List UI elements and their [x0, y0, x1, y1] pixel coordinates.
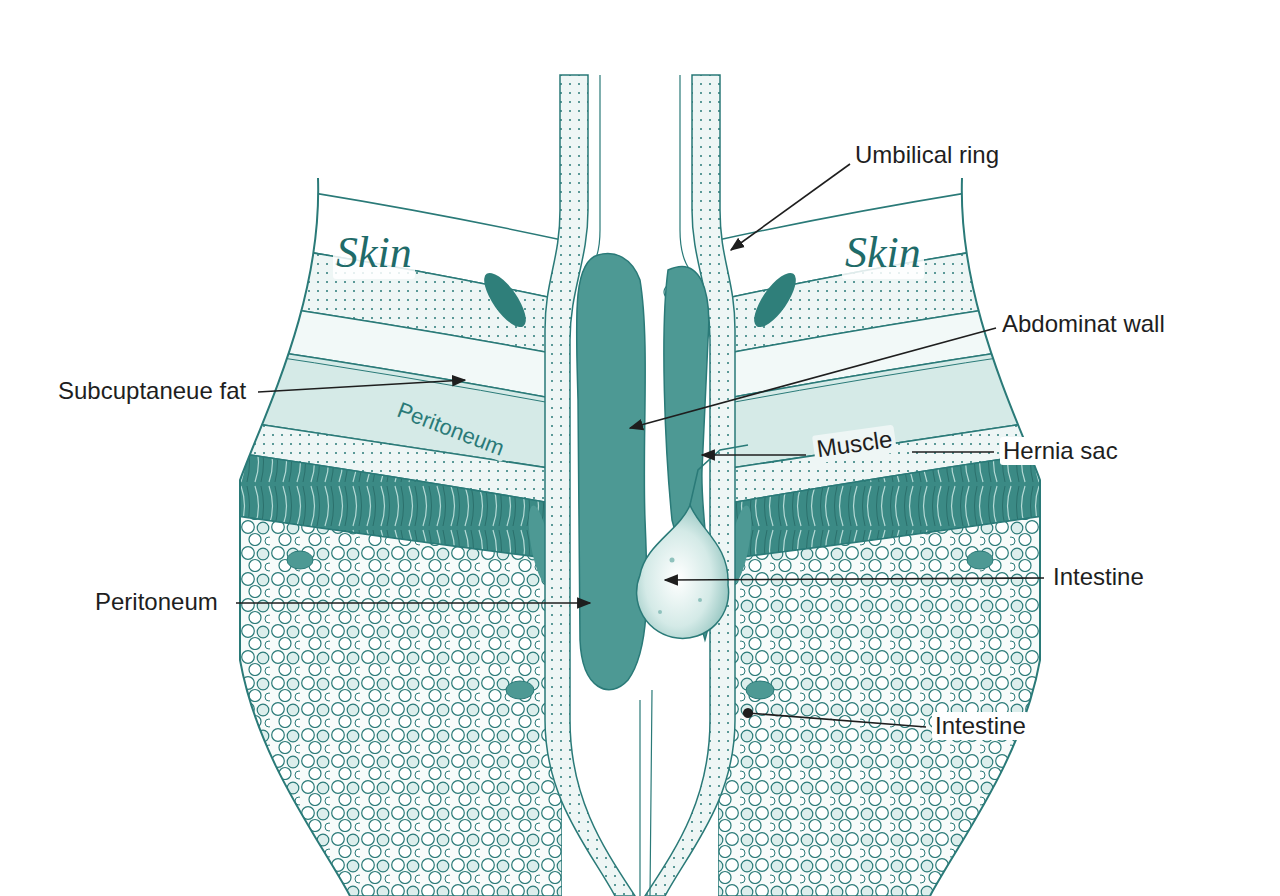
leader-line	[630, 328, 996, 428]
part-label: Umbilical ring	[855, 141, 999, 169]
abdominal-layers	[230, 75, 635, 896]
part-label: Muscle	[812, 425, 897, 464]
leader-line	[912, 451, 994, 453]
hernia-contents	[577, 254, 748, 896]
part-label: Abdominat wall	[1002, 310, 1165, 338]
part-label: Subcuptaneue fat	[58, 377, 246, 405]
layer-label: Skin	[333, 228, 415, 279]
part-label: Intestine	[932, 712, 1029, 740]
layer-label: Peritoneum	[391, 396, 511, 462]
leader-line	[665, 578, 1044, 580]
leader-line	[236, 602, 590, 604]
leader-line	[748, 713, 926, 727]
leader-lines	[236, 164, 1044, 727]
layer-label: Skin	[842, 228, 924, 279]
leader-line	[258, 380, 465, 392]
leader-line	[731, 164, 850, 250]
part-label: Peritoneum	[95, 588, 218, 616]
part-label: Hernia sac	[1000, 437, 1121, 465]
part-label: Intestine	[1050, 563, 1147, 591]
leader-line	[702, 454, 806, 456]
